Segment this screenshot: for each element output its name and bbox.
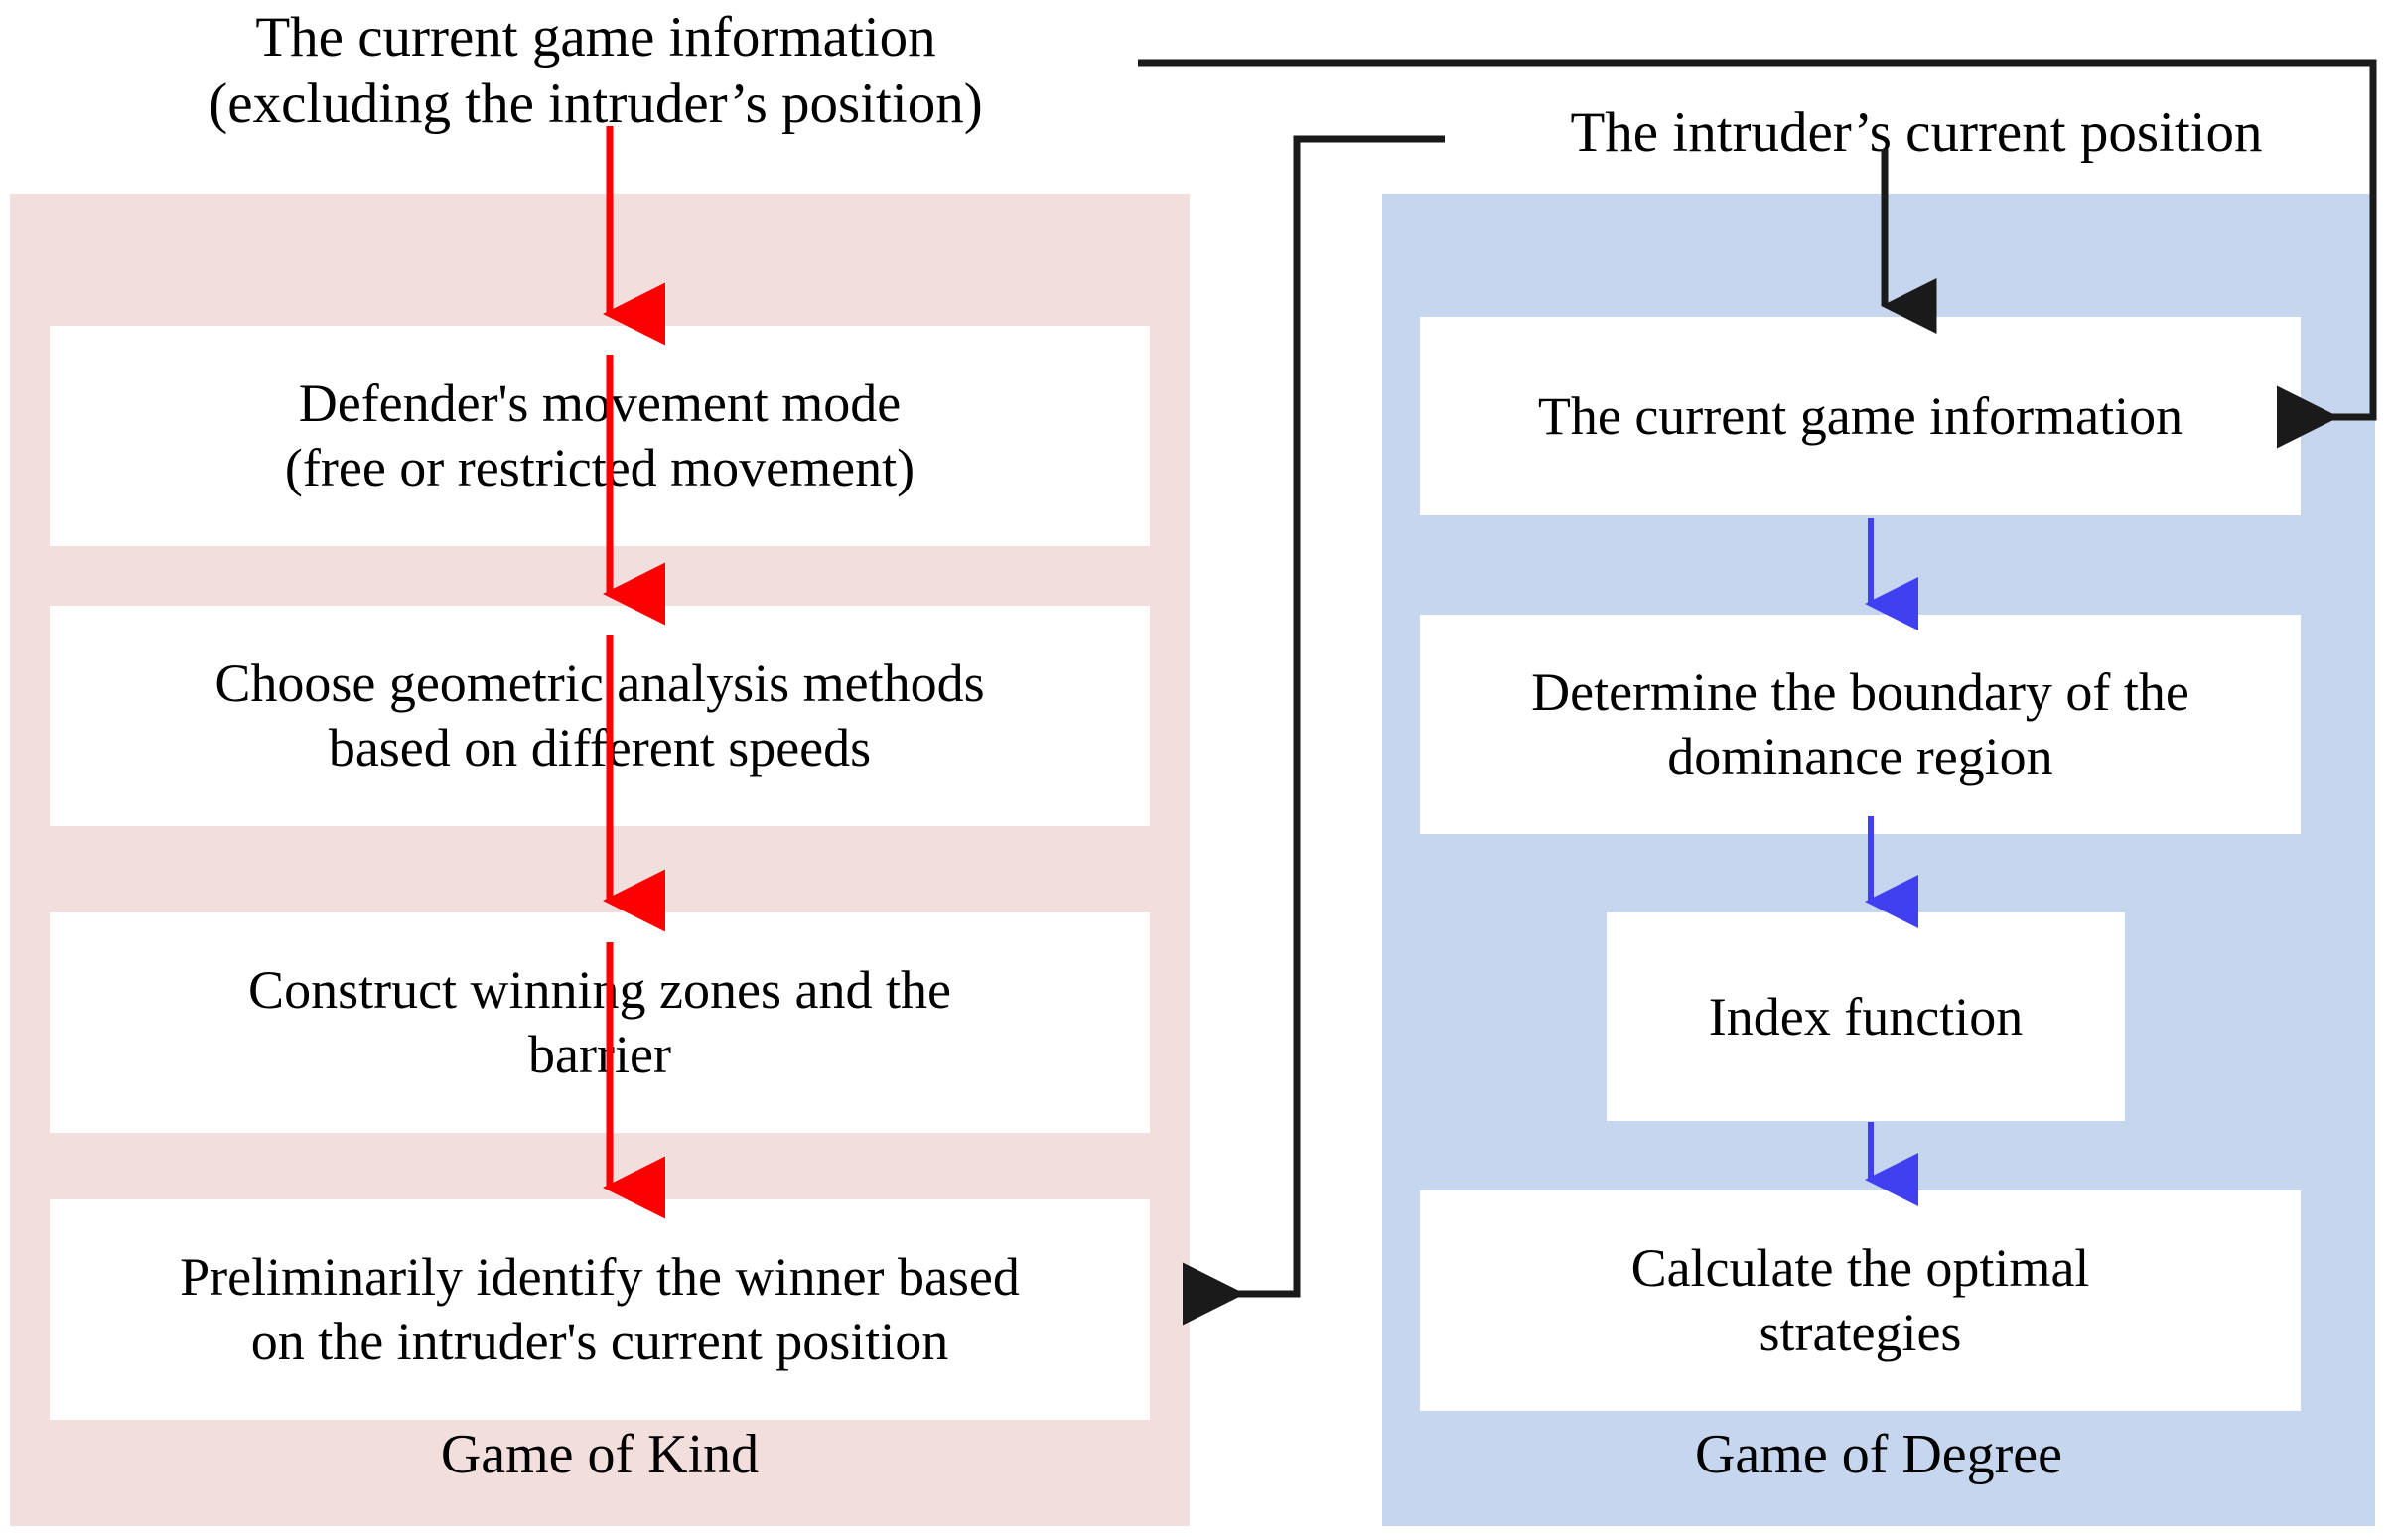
- step-current-game-information[interactable]: The current game information: [1420, 317, 2301, 515]
- panel-game-of-kind: Defender's movement mode (free or restri…: [10, 194, 1190, 1526]
- step-preliminarily-identify-winner[interactable]: Preliminarily identify the winner based …: [50, 1199, 1150, 1420]
- step-index-function[interactable]: Index function: [1607, 912, 2125, 1121]
- header-current-game-information: The current game information (excluding …: [209, 6, 983, 136]
- step-construct-winning-zones[interactable]: Construct winning zones and the barrier: [50, 912, 1150, 1133]
- panel-label-game-of-kind: Game of Kind: [440, 1424, 760, 1485]
- step-defender-movement-mode[interactable]: Defender's movement mode (free or restri…: [50, 326, 1150, 546]
- step-determine-dominance-boundary[interactable]: Determine the boundary of the dominance …: [1420, 615, 2301, 834]
- panel-label-game-of-degree: Game of Degree: [1694, 1424, 2062, 1485]
- step-calculate-optimal-strategies[interactable]: Calculate the optimal strategies: [1420, 1190, 2301, 1411]
- panel-game-of-degree: The current game information Determine t…: [1382, 194, 2375, 1526]
- header-intruder-current-position: The intruder’s current position: [1570, 101, 2263, 164]
- step-choose-geometric-analysis[interactable]: Choose geometric analysis methods based …: [50, 606, 1150, 826]
